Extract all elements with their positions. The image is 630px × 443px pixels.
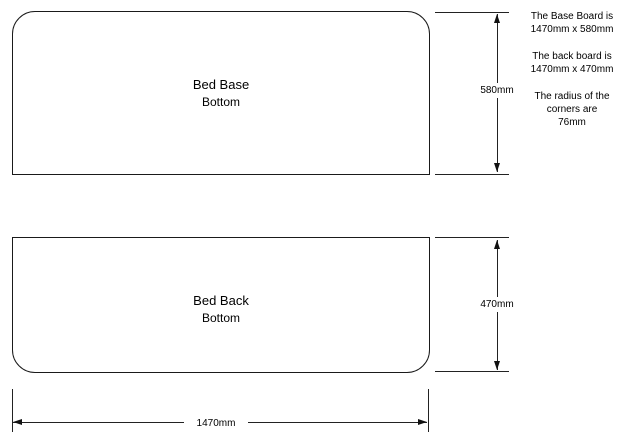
dim-1470-arrowhead-right-icon xyxy=(418,419,427,425)
dim-470-extension-top-line xyxy=(435,237,509,238)
dim-470-arrowhead-up-icon xyxy=(494,240,500,249)
dim-470-label: 470mm xyxy=(473,297,521,312)
dim-470-arrowhead-down-icon xyxy=(494,361,500,370)
dim-1470-extension-left-line xyxy=(12,389,13,432)
note-line: The back board is xyxy=(532,51,612,62)
dim-1470-extension-right-line xyxy=(428,389,429,432)
dim-580-extension-top-line xyxy=(435,12,509,13)
bed-back-board-subtitle: Bottom xyxy=(201,311,240,325)
note-corner-radius: The radius of the corners are 76mm xyxy=(518,90,626,129)
dim-580-arrowhead-up-icon xyxy=(494,14,500,23)
dim-1470-label: 1470mm xyxy=(184,416,248,431)
bed-base-board-outline: Bed Base Bottom xyxy=(12,11,430,175)
note-line: 1470mm x 580mm xyxy=(530,24,614,35)
note-line: The Base Board is xyxy=(530,11,614,22)
notes-block: The Base Board is 1470mm x 580mm The bac… xyxy=(518,10,626,143)
dim-580-arrowhead-down-icon xyxy=(494,163,500,172)
note-line: The radius of the xyxy=(534,91,610,102)
dim-1470-arrowhead-left-icon xyxy=(13,419,22,425)
note-line: 76mm xyxy=(558,117,586,128)
note-base-board: The Base Board is 1470mm x 580mm xyxy=(518,10,626,36)
note-back-board: The back board is 1470mm x 470mm xyxy=(518,50,626,76)
bed-base-board-subtitle: Bottom xyxy=(201,95,240,109)
dim-580-extension-bottom-line xyxy=(435,174,509,175)
bed-back-board-outline: Bed Back Bottom xyxy=(12,237,430,373)
note-line: 1470mm x 470mm xyxy=(530,64,614,75)
bed-back-board-title: Bed Back xyxy=(193,293,249,308)
dim-580-label: 580mm xyxy=(473,83,521,98)
note-line: corners are xyxy=(546,104,598,115)
bed-base-board-title: Bed Base xyxy=(192,77,250,92)
dim-470-extension-bottom-line xyxy=(435,371,509,372)
